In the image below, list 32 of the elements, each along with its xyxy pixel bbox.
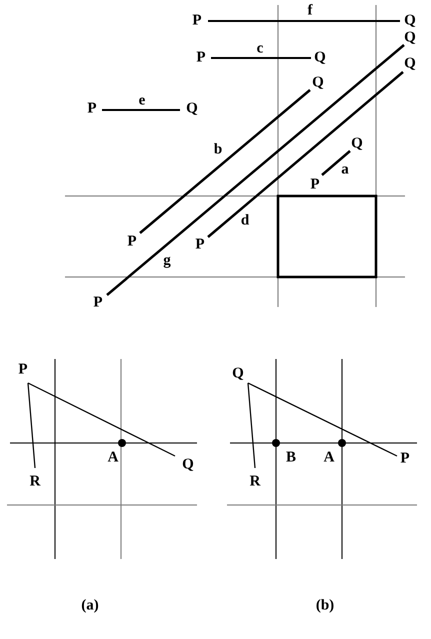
- point-label: Q: [232, 366, 244, 382]
- point-label: P: [127, 234, 137, 250]
- point-label: Q: [404, 14, 416, 28]
- point-label: Q: [314, 50, 326, 66]
- segment-label: a: [341, 162, 349, 178]
- panel-caption: (b): [316, 598, 334, 614]
- point-label: Q: [312, 76, 324, 90]
- point-label: P: [18, 362, 28, 378]
- segment-label: f: [308, 4, 312, 18]
- point-label: P: [192, 14, 202, 28]
- point-label: Q: [404, 56, 416, 72]
- point-label: P: [195, 238, 205, 252]
- panel-caption: (a): [81, 598, 99, 614]
- segment-label: g: [163, 254, 171, 268]
- segment-label: b: [214, 142, 222, 158]
- point-label: Q: [351, 136, 363, 152]
- segment-label: e: [138, 94, 146, 108]
- point-label: P: [87, 102, 97, 116]
- point-label: R: [30, 474, 40, 490]
- point-label: R: [250, 474, 260, 490]
- point-label: P: [93, 296, 103, 310]
- point-label: A: [108, 450, 118, 466]
- point-label: P: [310, 178, 320, 192]
- point-label: P: [400, 452, 410, 466]
- point-label: Q: [404, 30, 416, 46]
- segment-label: c: [256, 42, 264, 56]
- point-label: Q: [186, 102, 198, 116]
- point-label: A: [324, 450, 334, 466]
- point-label: P: [196, 50, 206, 66]
- point-label: B: [286, 450, 296, 466]
- segment-label: d: [240, 214, 250, 228]
- point-label: Q: [182, 458, 194, 472]
